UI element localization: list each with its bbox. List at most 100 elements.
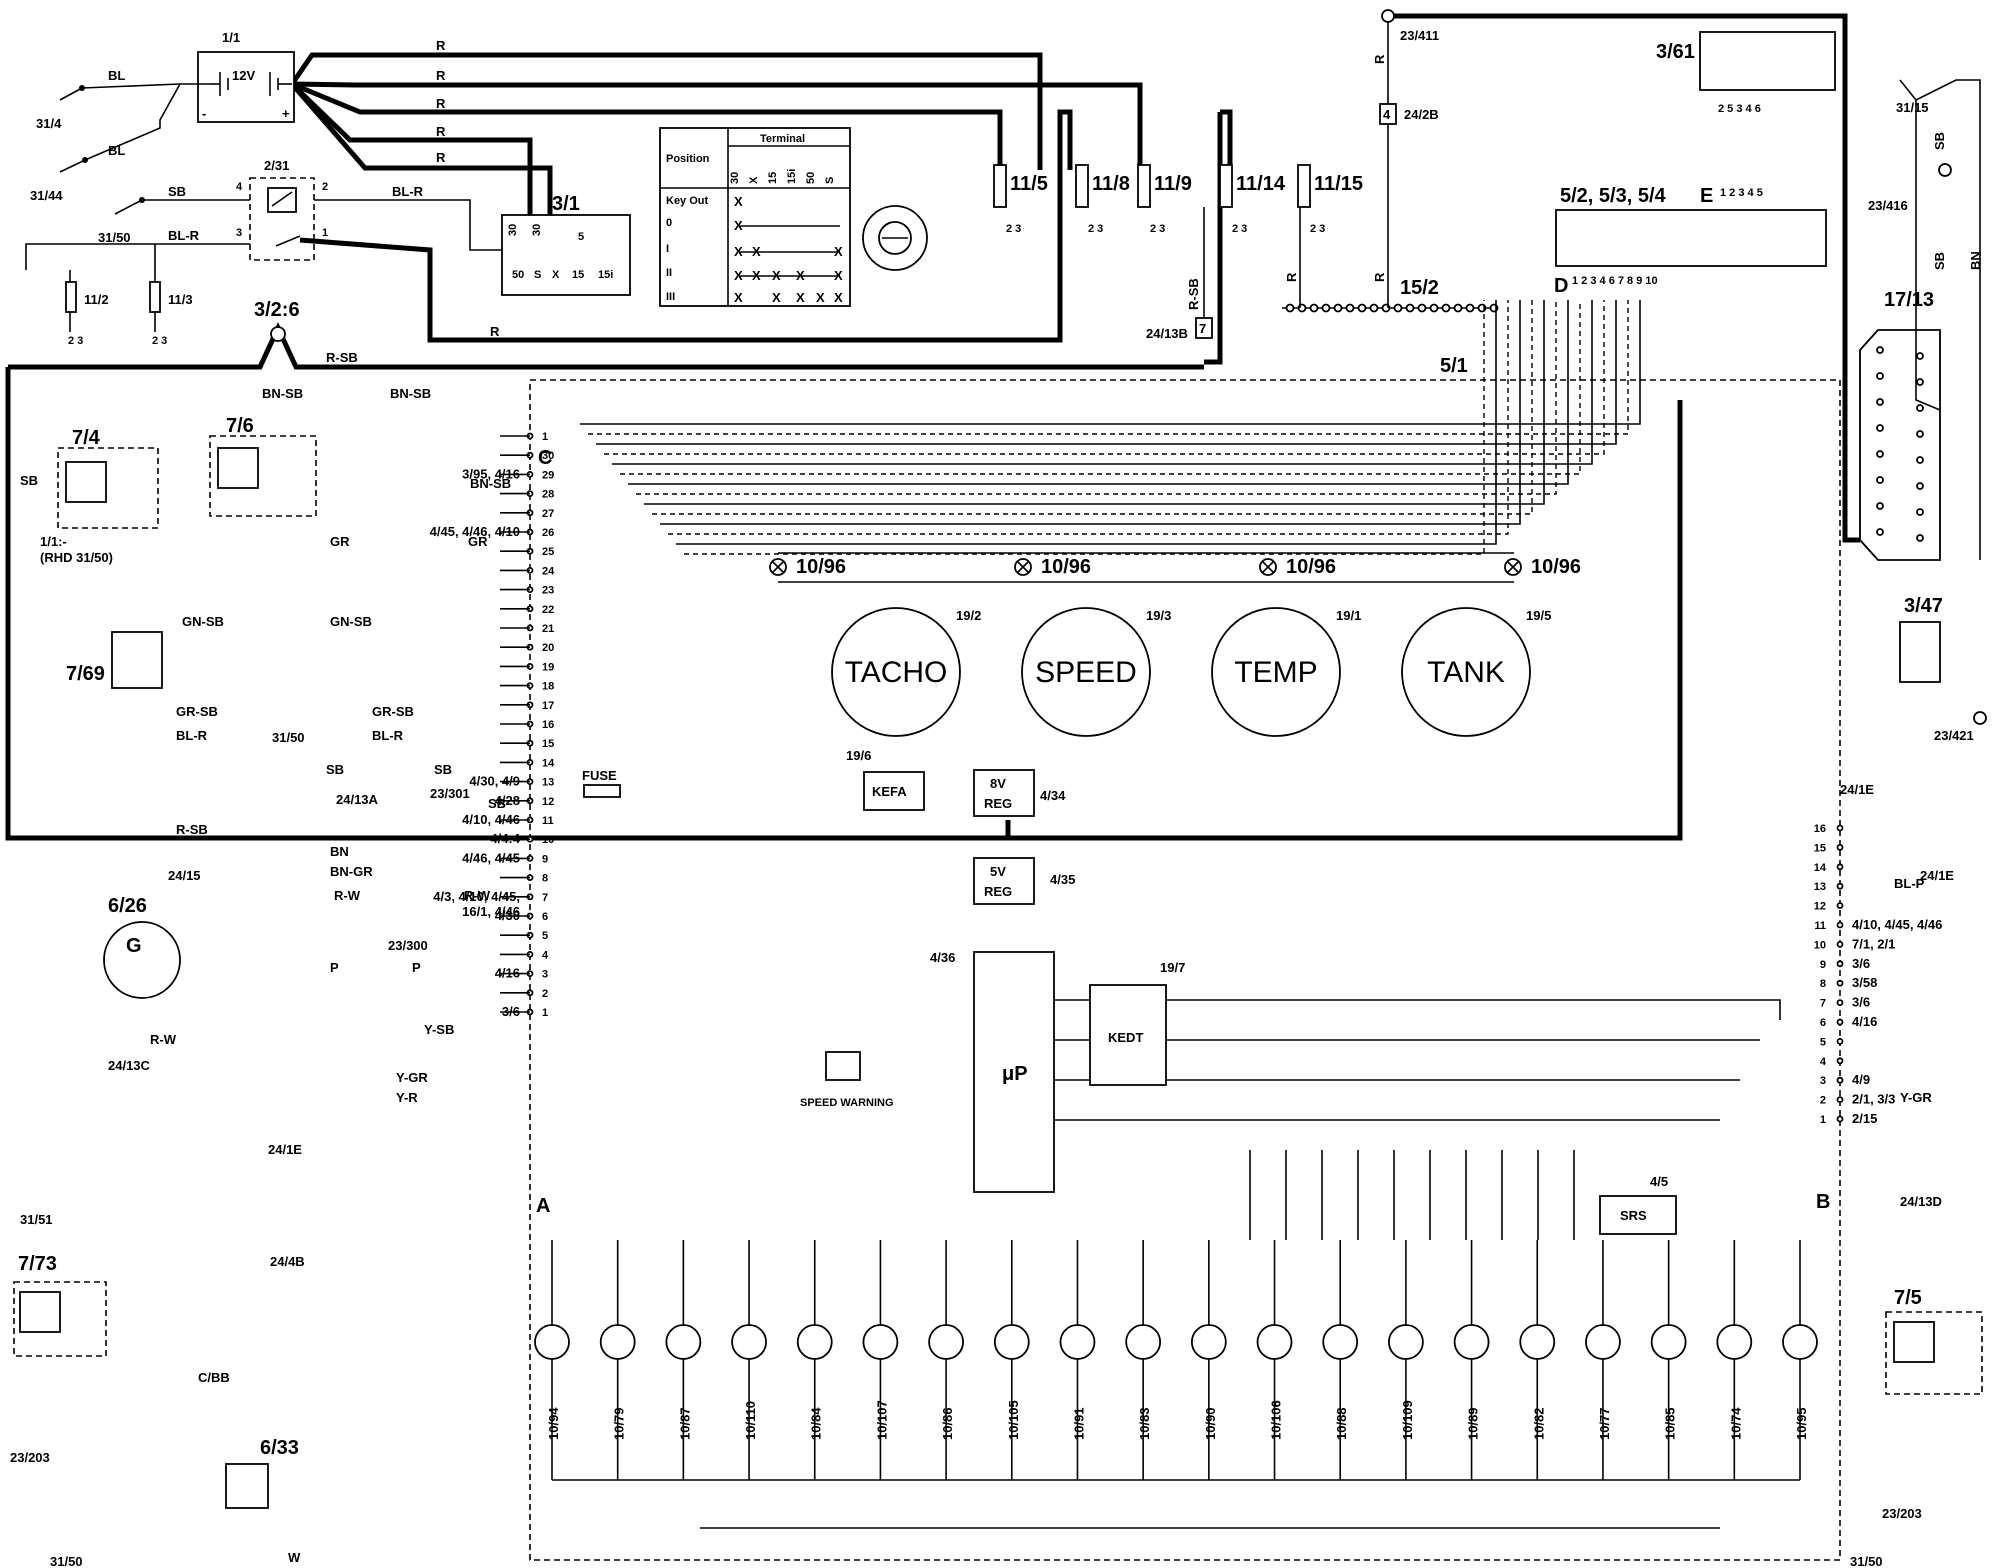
module-7-6: 7/6 (226, 415, 254, 437)
right-label-r3: 4/9 (1852, 1072, 1870, 1087)
relay-2-31: 2/31 4 2 3 1 SB BL-R BL-R (25, 158, 580, 270)
left-label-l29: 3/95, 4/16 (462, 466, 520, 481)
fuse-11-3: 11/3 (168, 292, 193, 307)
wire-sb-relay: SB (168, 184, 186, 199)
wire-gr-1: GR (330, 534, 350, 549)
wire-p-1: P (330, 960, 339, 975)
left-label-l11: 4/10, 4/46 (462, 812, 520, 827)
table-col-4: 50 (805, 172, 817, 184)
left-pin-14: 17 (542, 700, 554, 712)
svg-text:X: X (734, 218, 743, 233)
fuse-11-2: 11/2 (84, 292, 109, 307)
left-pin-17: 14 (542, 757, 555, 769)
ground-31-50-left: 31/50 (272, 730, 305, 745)
wire-blr-2: BL-R (176, 728, 208, 743)
ign-pin-15i: 15i (598, 269, 613, 281)
svg-text:X: X (772, 290, 781, 305)
fuse-internal: FUSE (582, 768, 617, 783)
svg-text:X: X (796, 290, 805, 305)
right-pin-9: 7 (1820, 998, 1826, 1010)
wire-grsb-2: GR-SB (372, 704, 414, 719)
wire-r-4: R (436, 124, 446, 139)
ground-31-4: 31/4 (36, 116, 62, 131)
wire-sb-13a: SB (326, 762, 344, 777)
gauge-ref-2: 19/1 (1336, 608, 1361, 623)
ground-31-50-right: 31/50 (1850, 1554, 1883, 1568)
gauge-ref-3: 19/5 (1526, 608, 1551, 623)
warning-lamp-13 (1387, 1324, 1424, 1360)
warning-lamp-11 (1256, 1324, 1293, 1360)
svg-text:5: 5 (578, 231, 584, 243)
svg-text:2 3: 2 3 (68, 335, 83, 347)
right-pin-1: 15 (1814, 842, 1826, 854)
left-pin-25: 6 (542, 911, 548, 923)
warning-lamp-label-11: 10/106 (1269, 1400, 1284, 1440)
ground-rhd: 1/1:- (40, 534, 67, 549)
srs-ref: 4/5 (1650, 1174, 1668, 1189)
left-pin-4: 27 (542, 508, 554, 520)
wire-r-9: R (1372, 54, 1387, 64)
warning-lamp-label-6: 10/86 (940, 1407, 955, 1440)
kefa: KEFA (872, 784, 907, 799)
svg-text:X: X (734, 290, 743, 305)
svg-text:X: X (834, 244, 843, 259)
svg-text:2 5 3 4 6: 2 5 3 4 6 (1718, 103, 1761, 115)
side-d: D (1554, 275, 1568, 297)
right-label-r2: 2/1, 3/3 (1852, 1092, 1895, 1107)
wire-rsb-2: R-SB (326, 350, 358, 365)
wire-rw-2: R-W (464, 888, 491, 903)
left-label-l12: 4/28 (495, 793, 520, 808)
svg-text:X: X (834, 268, 843, 283)
module-7-4: 7/4 (72, 427, 101, 449)
side-c: C (538, 447, 552, 469)
conn-24-4b: 24/4B (270, 1254, 305, 1269)
right-label-r1: 2/15 (1852, 1111, 1877, 1126)
wire-r-3: R (436, 96, 446, 111)
left-pin-15: 16 (542, 719, 554, 731)
wire-sb-17: SB (488, 796, 506, 811)
warning-lamp-label-4: 10/84 (809, 1407, 824, 1440)
right-pin-3: 13 (1814, 881, 1826, 893)
warning-lamp-4 (796, 1324, 833, 1360)
warning-lamp-18 (1716, 1324, 1753, 1360)
splice-23-421: 23/421 (1934, 728, 1974, 743)
svg-text:X: X (734, 268, 743, 283)
warning-lamp-15 (1519, 1324, 1556, 1360)
power-bus (5, 13, 1860, 841)
left-label-l3: 4/16 (495, 966, 520, 981)
conn-24-13a: 24/13A (336, 792, 379, 807)
svg-text:X: X (752, 244, 761, 259)
kefa-ref: 19/6 (846, 748, 871, 763)
gauge-tank (1401, 607, 1531, 737)
module-6-26: 6/26 (108, 895, 147, 917)
right-pin-5: 11 (1814, 920, 1826, 932)
side-b: B (1816, 1191, 1830, 1213)
wire-rsb-3: R-SB (176, 822, 208, 837)
left-pin-18: 13 (542, 777, 554, 789)
fuses-top: 11/5 11/8 11/9 11/14 11/15 2 3 2 3 2 3 2… (436, 38, 1363, 339)
wire-bl-2: BL (108, 143, 125, 158)
ground-rhd2: (RHD 31/50) (40, 550, 113, 565)
right-pin-10: 6 (1820, 1017, 1826, 1029)
ign-pin-s: S (534, 269, 541, 281)
relay-p4: 4 (236, 181, 243, 193)
conn-24-15-a: 24/15 (168, 868, 201, 883)
reg-8v-b: REG (984, 796, 1012, 811)
warning-lamp-label-0: 10/94 (546, 1407, 561, 1440)
warning-lamp-12 (1322, 1324, 1359, 1360)
svg-text:X: X (734, 194, 743, 209)
wire-blr-fuses: BL-R (168, 228, 200, 243)
conn-cbb: C/BB (198, 1370, 230, 1385)
svg-text:X: X (752, 268, 761, 283)
conn-24-2b: 24/2B (1404, 107, 1439, 122)
wire-r-7: R (1284, 272, 1299, 282)
right-pin-2: 14 (1814, 862, 1827, 874)
left-pin-1: 30 (542, 450, 554, 462)
warning-lamp-label-15: 10/82 (1531, 1407, 1546, 1440)
instrument-cluster: 5/1 C A B 130292827262524232221201918171… (430, 300, 1942, 1561)
left-label-l10: 4/4:4 (490, 831, 520, 846)
fuse-11-15: 11/15 (1314, 173, 1363, 195)
right-pin-14: 2 (1820, 1095, 1826, 1107)
wire-rw-1: R-W (334, 888, 361, 903)
